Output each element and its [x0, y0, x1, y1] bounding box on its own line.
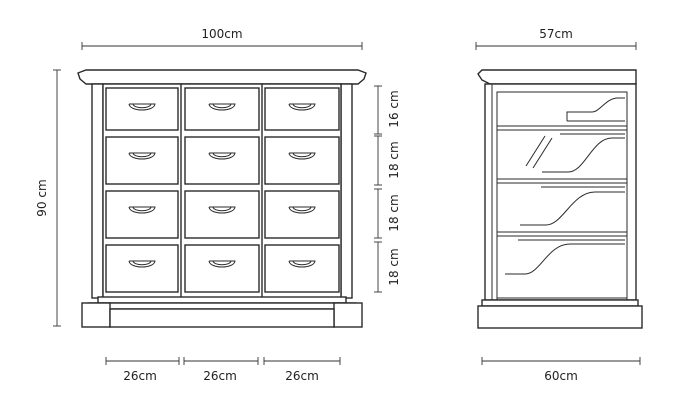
front-width-dimension: 100cm	[81, 27, 363, 50]
drawer-front	[264, 136, 340, 185]
cup-handle-icon	[208, 260, 236, 268]
drawer-front	[184, 244, 260, 293]
drawer-front	[105, 190, 179, 239]
drawer-front	[264, 87, 340, 131]
drawer-front	[184, 136, 260, 185]
cup-handle-icon	[288, 152, 316, 160]
front-base	[81, 296, 363, 328]
column-width-3: 26cm	[285, 369, 319, 383]
drawer-front	[184, 190, 260, 239]
front-drawers	[105, 87, 340, 293]
drawer-height-4: 18 cm	[387, 248, 401, 285]
cup-handle-icon	[208, 103, 236, 111]
column-width-dimensions: 26cm 26cm 26cm	[105, 357, 341, 383]
side-base	[477, 299, 643, 329]
drawer-height-2: 18 cm	[387, 141, 401, 178]
column-width-2: 26cm	[203, 369, 237, 383]
front-height-dimension: 90 cm	[35, 69, 61, 327]
cup-handle-icon	[288, 206, 316, 214]
side-depth-top-label: 57cm	[539, 27, 573, 41]
cup-handle-icon	[128, 206, 156, 214]
cup-handle-icon	[128, 152, 156, 160]
front-height-label: 90 cm	[35, 179, 49, 216]
cup-handle-icon	[208, 152, 236, 160]
front-right-post	[340, 83, 353, 299]
drawer-front	[105, 136, 179, 185]
side-depth-top-dimension: 57cm	[475, 27, 637, 50]
drawer-front	[184, 87, 260, 131]
drawer-front	[105, 244, 179, 293]
front-cornice	[77, 69, 367, 85]
drawer-height-3: 18 cm	[387, 194, 401, 231]
cup-handle-icon	[208, 206, 236, 214]
side-depth-bottom-label: 60cm	[544, 369, 578, 383]
side-drawer-sections	[497, 97, 627, 275]
column-width-1: 26cm	[123, 369, 157, 383]
drawer-front	[105, 87, 179, 131]
side-depth-bottom-dimension: 60cm	[481, 357, 641, 383]
front-view: 100cm 90 cm	[35, 27, 401, 383]
side-view: 57cm	[475, 27, 643, 383]
drawer-front	[264, 244, 340, 293]
cup-handle-icon	[128, 260, 156, 268]
front-width-label: 100cm	[201, 27, 242, 41]
drawer-front	[264, 190, 340, 239]
cup-handle-icon	[288, 260, 316, 268]
drawer-height-dimensions: 16 cm 18 cm 18 cm 18 cm	[374, 85, 401, 293]
cup-handle-icon	[128, 103, 156, 111]
cup-handle-icon	[288, 103, 316, 111]
drawer-height-1: 16 cm	[387, 90, 401, 127]
front-left-post	[91, 83, 104, 299]
side-cornice	[477, 69, 637, 85]
